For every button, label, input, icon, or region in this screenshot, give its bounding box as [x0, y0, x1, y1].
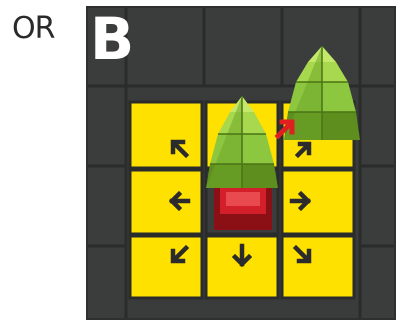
tile-down-right[interactable]	[282, 236, 354, 298]
tile-up-left[interactable]	[130, 102, 202, 168]
game-board: B	[86, 6, 396, 320]
or-label: OR	[12, 14, 54, 44]
tile-down-left[interactable]	[130, 236, 202, 298]
tile-left[interactable]	[130, 170, 202, 234]
start-square	[214, 186, 272, 230]
panel-label: B	[90, 10, 134, 68]
